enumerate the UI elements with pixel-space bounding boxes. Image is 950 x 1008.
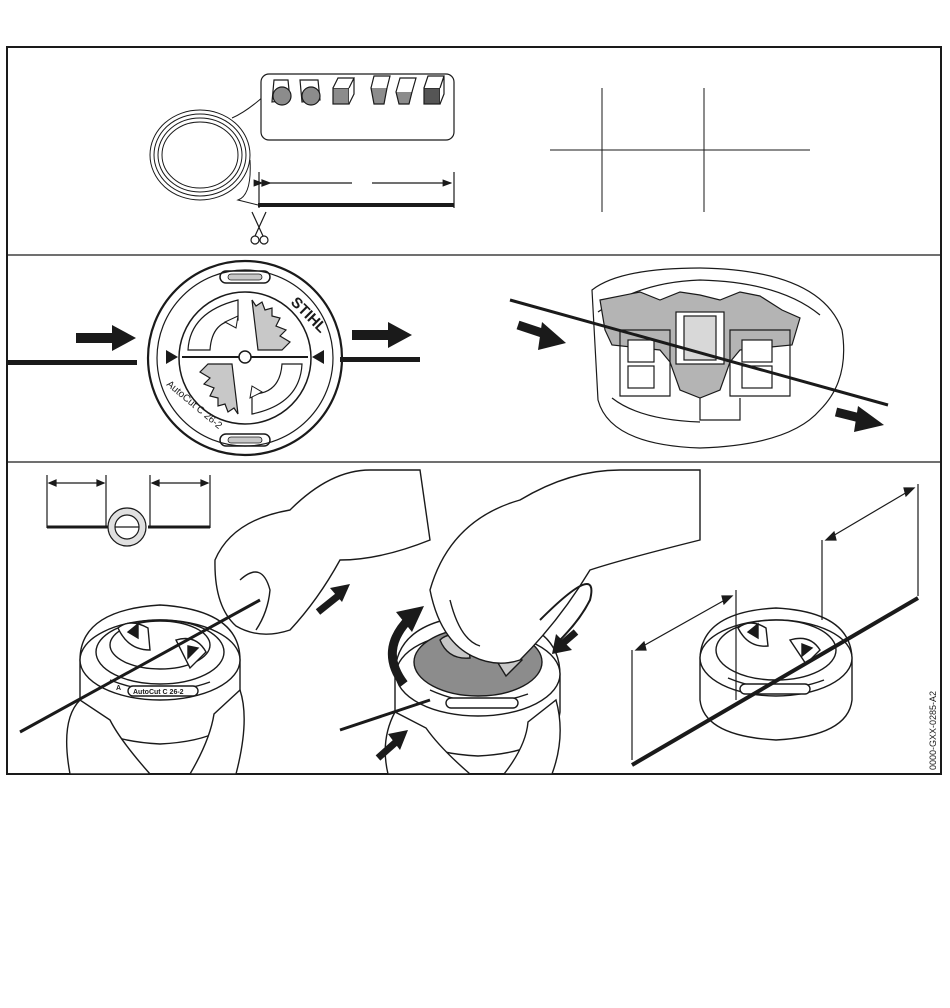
panel-line-selection	[150, 74, 810, 244]
reference-grid	[550, 88, 810, 212]
step-three-head	[700, 608, 852, 740]
mowing-head-top-view	[148, 261, 342, 455]
panel-thread-line: STIHL AutoCut C 26-2	[7, 261, 888, 455]
cut-line-piece	[258, 203, 454, 207]
arrow-icon	[836, 406, 884, 432]
arrow-icon	[352, 322, 412, 348]
scissors-icon	[251, 212, 268, 244]
trimmer-line-coil	[150, 110, 258, 205]
line-left-segment	[7, 360, 137, 365]
line-length-dimension	[259, 172, 454, 208]
line-right-segment	[340, 357, 420, 362]
head-cap-marker: A	[116, 685, 121, 692]
arrow-icon	[518, 322, 566, 350]
arrow-icon	[76, 325, 136, 351]
panel-winding-steps: AutoCut C 26-2 A	[20, 470, 938, 774]
equal-length-diagram	[47, 475, 210, 546]
figure-code: 0000-GXX-0285-A2	[928, 691, 938, 770]
step-one-model-label: AutoCut C 26-2	[133, 689, 184, 696]
